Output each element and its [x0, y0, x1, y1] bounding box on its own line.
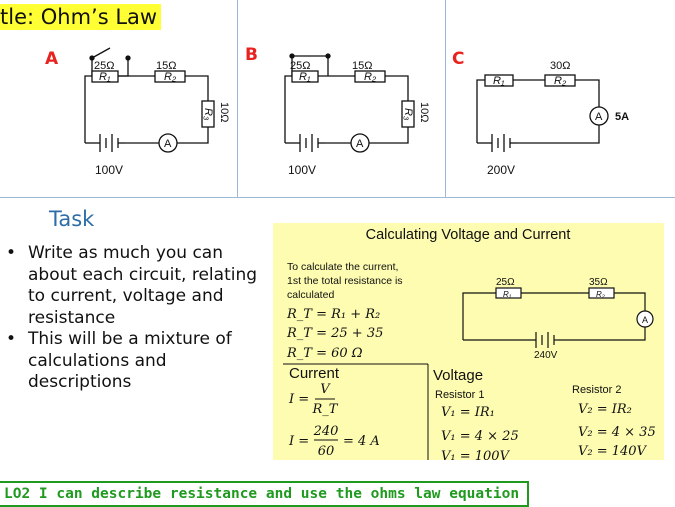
- task-item: • Write as much you can about each circui…: [4, 243, 266, 329]
- circuit-b-r1-symbol: R₁: [299, 71, 311, 83]
- circuit-c: C 30Ω R₁ R₂ A 5A 200V: [452, 49, 629, 177]
- circuit-b-letter: B: [245, 45, 258, 65]
- learning-objective: LO2 I can describe resistance and use th…: [0, 481, 530, 507]
- task-list: • Write as much you can about each circui…: [4, 243, 266, 394]
- circuit-a-voltage: 100V: [95, 163, 123, 177]
- example-r1-value: 25Ω: [496, 277, 515, 288]
- example-r1-symbol: R₁: [503, 290, 512, 299]
- example-intro-1: To calculate the current,: [287, 261, 398, 273]
- voltage-r2-line-1: V₂ = IR₂: [578, 402, 632, 417]
- circuit-c-current: 5A: [615, 111, 629, 123]
- worked-example: Calculating Voltage and Current To calcu…: [283, 227, 656, 464]
- divider-horizontal: [0, 197, 675, 198]
- circuit-c-r1-symbol: R₁: [493, 75, 505, 87]
- circuit-a-ammeter: A: [164, 138, 172, 150]
- circuit-a-r3-value: 10Ω: [218, 102, 230, 122]
- current-calc-den: 60: [318, 444, 335, 459]
- circuit-a-r1-symbol: R₁: [99, 71, 111, 83]
- bullet: •: [6, 243, 17, 263]
- circuit-b: B 25Ω 15Ω R₁ R₂ 10Ω R₃ A 100V: [245, 45, 430, 177]
- circuit-a: A 25Ω 15Ω R₁ R₂ 10Ω R₃ A 100V: [45, 47, 230, 177]
- circuit-a-r3-symbol: R₃: [202, 108, 214, 121]
- current-calc-result: = 4 A: [343, 434, 380, 449]
- voltage-r2-line-3: V₂ = 140V: [578, 444, 648, 459]
- circuit-a-r2-symbol: R₂: [164, 71, 177, 83]
- example-ammeter: A: [642, 315, 648, 325]
- worked-example-panel: Calculating Voltage and Current To calcu…: [273, 223, 664, 464]
- task-item-text: Write as much you can about each circuit…: [28, 243, 258, 328]
- example-intro-2: 1st the total resistance is: [287, 275, 403, 287]
- page-title: tle: Ohm’s Law: [0, 4, 162, 30]
- current-formula-lhs: I =: [288, 392, 309, 407]
- circuit-c-ammeter: A: [595, 111, 603, 123]
- example-intro-3: calculated: [287, 289, 334, 301]
- circuit-c-r2-value: 30Ω: [550, 60, 570, 72]
- resistor-1-label: Resistor 1: [435, 389, 485, 401]
- voltage-heading: Voltage: [433, 367, 483, 384]
- example-eq-2: R_T = 25 + 35: [286, 326, 383, 341]
- current-heading: Current: [289, 365, 340, 382]
- circuit-c-voltage: 200V: [487, 163, 515, 177]
- current-formula-num: V: [320, 382, 331, 397]
- circuit-a-letter: A: [45, 49, 59, 69]
- current-calc-lhs: I =: [288, 434, 309, 449]
- example-title: Calculating Voltage and Current: [366, 227, 571, 243]
- circuit-b-r2-value: 15Ω: [352, 60, 372, 72]
- circuit-b-r2-symbol: R₂: [364, 71, 377, 83]
- circuit-b-r1-value: 25Ω: [290, 60, 310, 72]
- voltage-r1-line-2: V₁ = 4 × 25: [441, 429, 519, 444]
- circuit-a-r1-value: 25Ω: [94, 60, 114, 72]
- resistor-2-label: Resistor 2: [572, 384, 622, 396]
- voltage-r1-line-3: V₁ = 100V: [441, 449, 511, 460]
- example-r2-symbol: R₂: [596, 290, 605, 299]
- current-calc-num: 240: [313, 424, 339, 439]
- circuit-c-letter: C: [452, 49, 464, 69]
- task-item-text: This will be a mixture of calculations a…: [28, 329, 232, 392]
- current-formula-den: R_T: [312, 402, 339, 417]
- circuit-c-r2-symbol: R₂: [554, 75, 567, 87]
- divider-vertical-1: [237, 0, 238, 197]
- task-item: • This will be a mixture of calculations …: [4, 329, 266, 394]
- voltage-r2-line-2: V₂ = 4 × 35: [578, 425, 656, 440]
- divider-vertical-2: [445, 0, 446, 197]
- example-voltage: 240V: [534, 350, 558, 361]
- voltage-r1-line-1: V₁ = IR₁: [441, 405, 495, 420]
- circuit-b-voltage: 100V: [288, 163, 316, 177]
- circuit-a-r2-value: 15Ω: [156, 60, 176, 72]
- example-eq-3: R_T = 60 Ω: [286, 346, 363, 361]
- bullet: •: [6, 329, 17, 349]
- circuit-b-r3-value: 10Ω: [418, 102, 430, 122]
- task-heading: Task: [49, 207, 95, 231]
- example-r2-value: 35Ω: [589, 277, 608, 288]
- example-eq-1: R_T = R₁ + R₂: [286, 307, 380, 322]
- circuit-b-ammeter: A: [356, 138, 364, 150]
- circuit-b-r3-symbol: R₃: [402, 108, 414, 121]
